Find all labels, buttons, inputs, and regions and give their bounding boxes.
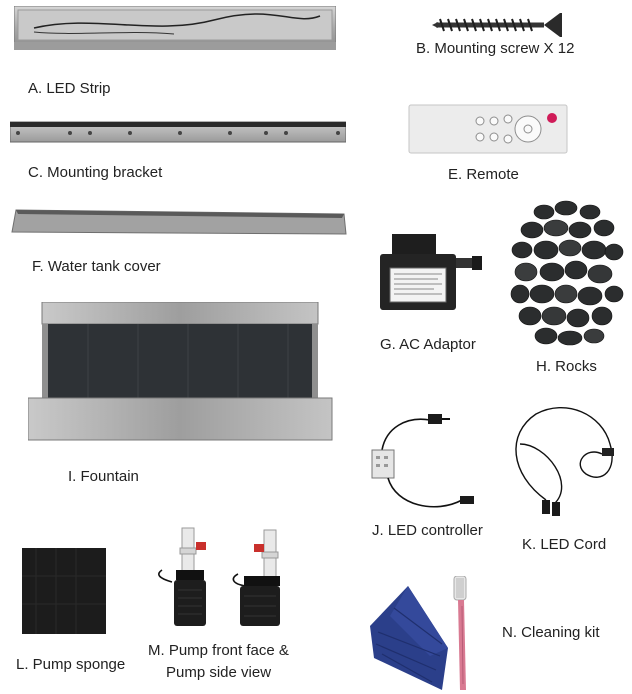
mounting-bracket-image xyxy=(10,120,346,144)
pump-front-face-image xyxy=(152,524,222,630)
cleaning-cloth-image xyxy=(370,586,450,690)
label-led-cord: K. LED Cord xyxy=(522,536,607,553)
label-pump-front-face: M. Pump front face & xyxy=(148,642,289,659)
label-rocks: H. Rocks xyxy=(536,358,597,375)
remote-image xyxy=(408,104,568,154)
ac-adaptor-image xyxy=(372,232,484,314)
fountain-image xyxy=(28,302,334,442)
label-ac-adaptor: G. AC Adaptor xyxy=(380,336,476,353)
led-cord-image xyxy=(506,404,626,526)
led-controller-image xyxy=(366,410,482,516)
rocks-image xyxy=(508,198,628,346)
pump-sponge-image xyxy=(22,548,106,634)
label-fountain: I. Fountain xyxy=(68,468,139,485)
label-cleaning-kit: N. Cleaning kit xyxy=(502,624,600,641)
label-led-strip: A. LED Strip xyxy=(28,80,111,97)
pump-side-view-image xyxy=(226,526,292,630)
led-strip-image xyxy=(14,6,336,50)
water-tank-cover-image xyxy=(8,206,348,238)
label-pump-side-view: Pump side view xyxy=(166,664,272,681)
mounting-screw-image xyxy=(432,10,564,40)
label-water-tank-cover: F. Water tank cover xyxy=(32,258,161,275)
cleaning-brush-image xyxy=(450,576,474,692)
label-led-controller: J. LED controller xyxy=(372,522,483,539)
label-mounting-screw: B. Mounting screw X 12 xyxy=(416,40,575,57)
label-mounting-bracket: C. Mounting bracket xyxy=(28,164,163,181)
label-remote: E. Remote xyxy=(448,166,519,183)
label-pump-sponge: L. Pump sponge xyxy=(16,656,126,673)
